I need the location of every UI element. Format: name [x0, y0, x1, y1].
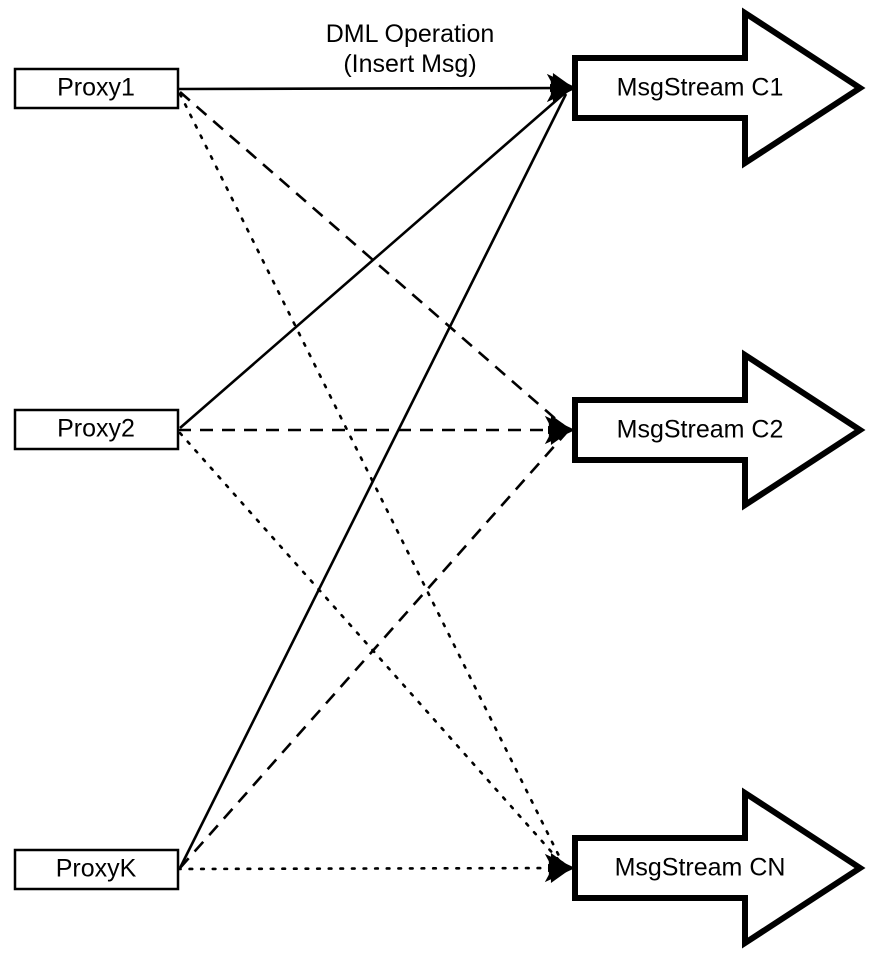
- stream-arrow-shape-stream-c1[interactable]: [572, 7, 866, 169]
- edge-proxy2-to-c1: [179, 91, 567, 429]
- annotation-line-2: (Insert Msg): [343, 50, 476, 78]
- edges-layer: [176, 86, 569, 871]
- proxy-box-proxy1[interactable]: [13, 67, 180, 110]
- proxy-box-proxyK[interactable]: [13, 848, 180, 891]
- stream-node-stream-c2[interactable]: MsgStream C2: [572, 349, 866, 511]
- proxy-node-proxyK[interactable]: ProxyK: [13, 848, 180, 891]
- stream-nodes-layer: MsgStream C1 MsgStream C2 MsgStream CN: [572, 7, 866, 949]
- edge-proxyK-to-c1: [178, 93, 568, 869]
- edge-proxy1-to-c1: [177, 86, 569, 91]
- edge-proxy1-to-cn: [178, 92, 566, 868]
- stream-label-stream-cn: MsgStream CN: [615, 854, 786, 882]
- edge-proxyK-to-c2: [179, 432, 567, 869]
- proxy-label-proxy1: Proxy1: [57, 74, 135, 102]
- edge-annotation-dml-operation: DML Operation (Insert Msg): [326, 20, 495, 78]
- stream-node-stream-cn[interactable]: MsgStream CN: [572, 787, 866, 949]
- stream-arrow-shape-stream-cn[interactable]: [572, 787, 866, 949]
- stream-label-stream-c2: MsgStream C2: [617, 416, 784, 444]
- proxy-node-proxy2[interactable]: Proxy2: [13, 408, 180, 451]
- proxy-box-proxy2[interactable]: [13, 408, 180, 451]
- edge-proxyK-to-cn: [176, 866, 566, 871]
- proxy-label-proxyK: ProxyK: [56, 855, 137, 883]
- arrowheads-layer: [544, 73, 578, 883]
- annotation-line-1: DML Operation: [326, 20, 495, 48]
- arrowhead-head-c1: [546, 73, 578, 103]
- arrowhead-head-c2: [544, 415, 576, 445]
- stream-arrow-shape-stream-c2[interactable]: [572, 349, 866, 511]
- proxy-label-proxy2: Proxy2: [57, 415, 135, 443]
- arrowhead-head-cn: [544, 853, 576, 883]
- edge-proxy1-to-c2: [179, 91, 567, 429]
- stream-node-stream-c1[interactable]: MsgStream C1: [572, 7, 866, 169]
- stream-label-stream-c1: MsgStream C1: [617, 74, 784, 102]
- edge-proxy2-to-cn: [178, 431, 566, 868]
- proxy-node-proxy1[interactable]: Proxy1: [13, 67, 180, 110]
